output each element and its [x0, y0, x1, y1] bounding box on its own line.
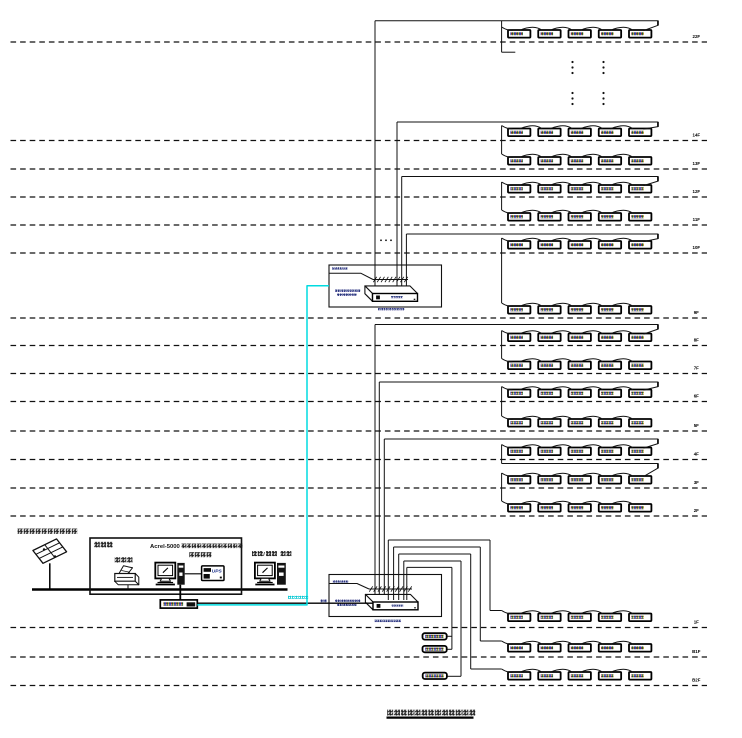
svg-text:5F: 5F [694, 423, 699, 428]
svg-text:B2F: B2F [692, 677, 701, 682]
svg-text:UPS: UPS [212, 568, 223, 574]
svg-text:6F: 6F [694, 393, 699, 398]
svg-text:9F: 9F [694, 310, 699, 315]
svg-text:1F: 1F [694, 619, 699, 624]
svg-text:/: / [263, 552, 265, 558]
svg-text:2F: 2F [694, 508, 699, 513]
svg-text:8F: 8F [694, 337, 699, 342]
svg-text:3F: 3F [694, 480, 699, 485]
svg-text:Acrel-5000: Acrel-5000 [150, 544, 181, 550]
svg-text:14F: 14F [693, 132, 701, 137]
svg-text:10F: 10F [693, 245, 701, 250]
svg-text:11F: 11F [693, 217, 701, 222]
svg-text:13F: 13F [693, 161, 701, 166]
svg-text:22F: 22F [693, 34, 701, 39]
svg-text:7F: 7F [694, 365, 699, 370]
svg-text:4F: 4F [694, 451, 699, 456]
svg-text:B1F: B1F [692, 649, 701, 654]
svg-text:12F: 12F [693, 189, 701, 194]
